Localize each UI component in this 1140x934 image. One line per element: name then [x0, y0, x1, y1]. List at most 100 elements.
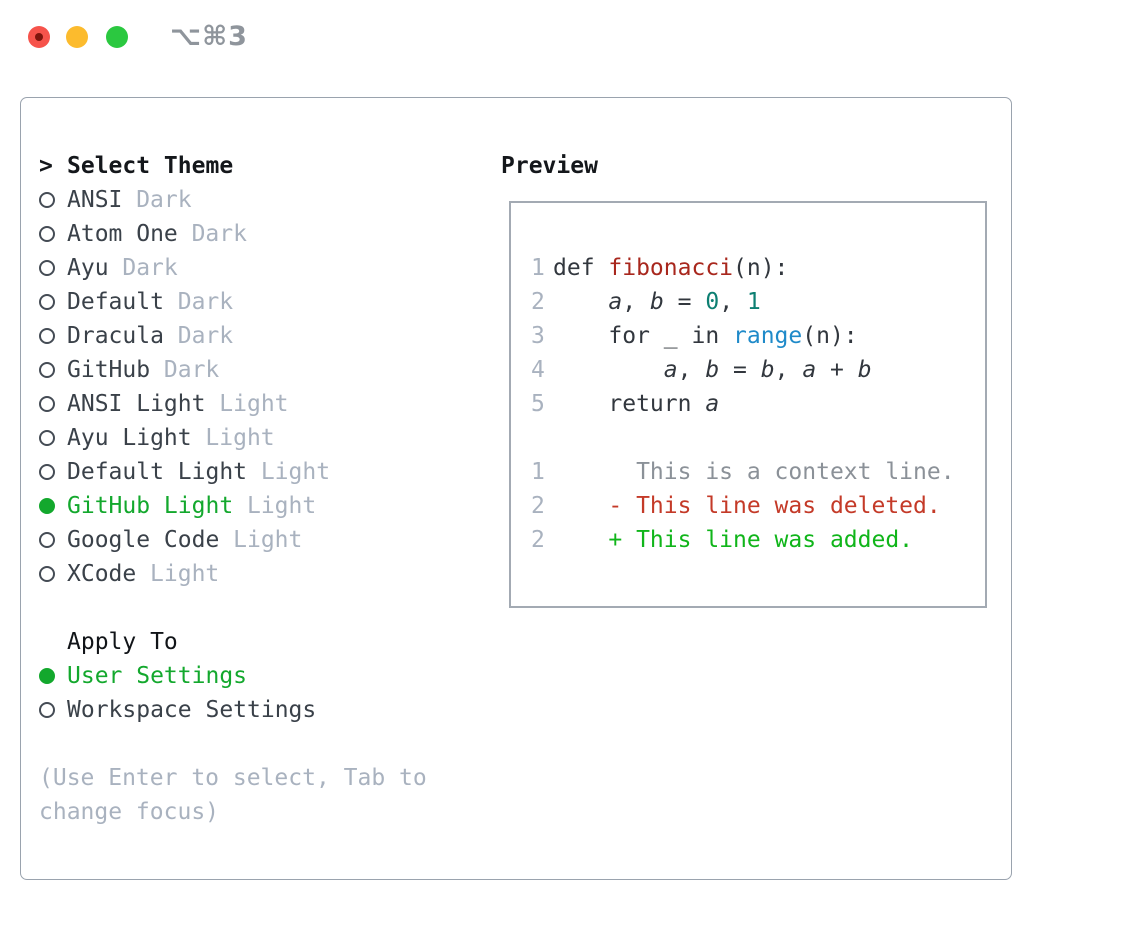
code-line: 5 return a: [531, 387, 985, 421]
line-number: 1: [531, 255, 545, 281]
preview-title: Preview: [501, 153, 598, 179]
code-line: 3 for _ in range(n):: [531, 319, 985, 353]
token-var: b: [649, 289, 664, 315]
theme-variant-tag: Light: [219, 391, 289, 417]
token-num: 1: [746, 289, 761, 315]
radio-slot: [39, 260, 67, 276]
radio-slot: [39, 464, 67, 480]
close-button[interactable]: [28, 26, 50, 48]
theme-name: Ayu: [67, 255, 109, 281]
token-plain: ,: [719, 289, 747, 315]
token-var: b: [705, 357, 720, 383]
theme-name: Default Light: [67, 459, 248, 485]
cursor-slot: >: [39, 153, 67, 179]
token-plain: for _ in: [553, 323, 734, 349]
radio-icon: [39, 226, 55, 242]
theme-variant-tag: Dark: [177, 289, 234, 315]
token-plain: ,: [622, 289, 650, 315]
radio-icon: [39, 396, 55, 412]
token-plain: ,: [774, 357, 803, 383]
theme-option-ayu-light[interactable]: Ayu Light Light: [39, 421, 484, 455]
select-theme-title: Select Theme: [67, 153, 234, 179]
select-theme-header-row: > Select Theme: [39, 149, 484, 183]
diff-line-deleted: 2 - This line was deleted.: [531, 489, 985, 523]
line-number: 2: [531, 289, 545, 315]
token-var: a: [663, 357, 678, 383]
radio-icon: [39, 294, 55, 310]
token-plain: def: [553, 255, 609, 281]
theme-option-ayu[interactable]: Ayu Dark: [39, 251, 484, 285]
token-var: a: [608, 289, 623, 315]
radio-icon: [39, 464, 55, 480]
radio-icon: [39, 192, 55, 208]
token-plain: (n):: [733, 255, 789, 281]
theme-variant-tag: Dark: [163, 357, 220, 383]
zoom-button[interactable]: [106, 26, 128, 48]
radio-slot: [39, 566, 67, 582]
theme-name: ANSI Light: [67, 391, 206, 417]
apply-option-label: Workspace Settings: [67, 697, 317, 723]
radio-selected-icon: [39, 498, 55, 514]
theme-variant-tag: Dark: [177, 323, 234, 349]
theme-name: Dracula: [67, 323, 164, 349]
apply-option-workspace-settings[interactable]: Workspace Settings: [39, 693, 484, 727]
theme-option-ansi-light[interactable]: ANSI Light Light: [39, 387, 484, 421]
theme-option-github[interactable]: GitHub Dark: [39, 353, 484, 387]
radio-slot: [39, 498, 67, 514]
code-line: 2 a, b = 0, 1: [531, 285, 985, 319]
radio-selected-icon: [39, 668, 55, 684]
theme-name: Ayu Light: [67, 425, 192, 451]
diff-line-added: 2 + This line was added.: [531, 523, 985, 557]
radio-icon: [39, 566, 55, 582]
blank-line: [531, 421, 985, 455]
radio-slot: [39, 668, 67, 684]
theme-name: Default: [67, 289, 164, 315]
token-plain: [553, 357, 664, 383]
radio-slot: [39, 294, 67, 310]
token-plain: return: [553, 391, 706, 417]
radio-slot: [39, 328, 67, 344]
hint-text: (Use Enter to select, Tab to change focu…: [39, 765, 427, 825]
line-number: 5: [531, 391, 545, 417]
theme-option-dracula[interactable]: Dracula Dark: [39, 319, 484, 353]
window-titlebar: ⌥⌘3: [0, 0, 1140, 74]
token-plain: +: [816, 357, 858, 383]
theme-variant-tag: Dark: [122, 255, 178, 281]
theme-variant-tag: Light: [205, 425, 275, 451]
apply-to-title: Apply To: [67, 629, 178, 655]
radio-slot: [39, 532, 67, 548]
token-var: b: [857, 357, 872, 383]
minimize-button[interactable]: [66, 26, 88, 48]
theme-name: XCode: [67, 561, 137, 587]
theme-option-default[interactable]: Default Dark: [39, 285, 484, 319]
theme-variant-tag: Light: [233, 527, 303, 553]
radio-slot: [39, 226, 67, 242]
theme-variant-tag: Dark: [191, 221, 247, 247]
code-line: 4 a, b = b, a + b: [531, 353, 985, 387]
line-number: 4: [531, 357, 545, 383]
theme-variant-tag: Light: [150, 561, 220, 587]
diff-text: - This line was deleted.: [553, 493, 941, 519]
apply-option-user-settings[interactable]: User Settings: [39, 659, 484, 693]
token-plain: ,: [677, 357, 706, 383]
radio-icon: [39, 532, 55, 548]
line-number: 2: [531, 493, 545, 519]
radio-slot: [39, 702, 67, 718]
theme-option-xcode[interactable]: XCode Light: [39, 557, 484, 591]
window-shortcut-label: ⌥⌘3: [170, 21, 248, 52]
theme-name: ANSI: [67, 187, 123, 213]
token-func: fibonacci: [608, 255, 734, 281]
theme-name: GitHub: [67, 357, 151, 383]
token-plain: (n):: [802, 323, 858, 349]
